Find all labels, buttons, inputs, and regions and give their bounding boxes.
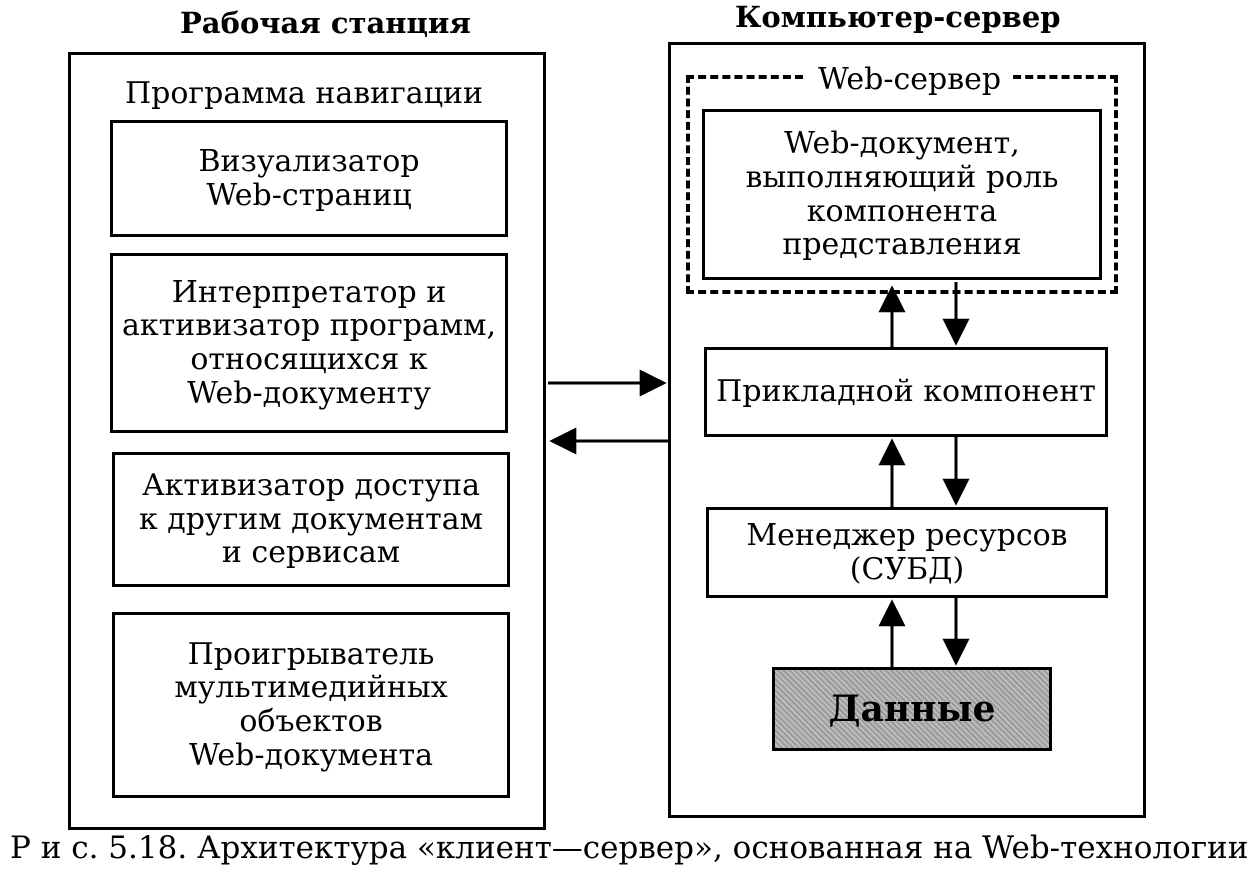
navigation-program-label: Программа навигации <box>125 76 483 111</box>
web-server-label: Web-сервер <box>806 62 1014 97</box>
multimedia-player-box: Проигрыватель мультимедийных объектов We… <box>112 612 510 798</box>
document-access-activator-box: Активизатор доступа к другим документам … <box>112 452 510 587</box>
server-frame <box>668 42 1146 818</box>
web-document-box: Web-документ, выполняющий роль компонент… <box>702 109 1102 280</box>
server-title: Компьютер-сервер <box>735 0 1061 34</box>
workstation-frame <box>68 52 546 830</box>
application-component-box: Прикладной компонент <box>704 347 1108 437</box>
workstation-title: Рабочая станция <box>180 6 471 40</box>
data-store-box: Данные <box>772 667 1052 751</box>
figure-caption: Р и с. 5.18. Архитектура «клиент—сервер»… <box>10 830 1248 866</box>
web-page-renderer-box: Визуализатор Web-страниц <box>110 120 508 237</box>
program-interpreter-box: Интерпретатор и активизатор программ, от… <box>110 253 508 433</box>
resource-manager-box: Менеджер ресурсов (СУБД) <box>706 507 1108 598</box>
